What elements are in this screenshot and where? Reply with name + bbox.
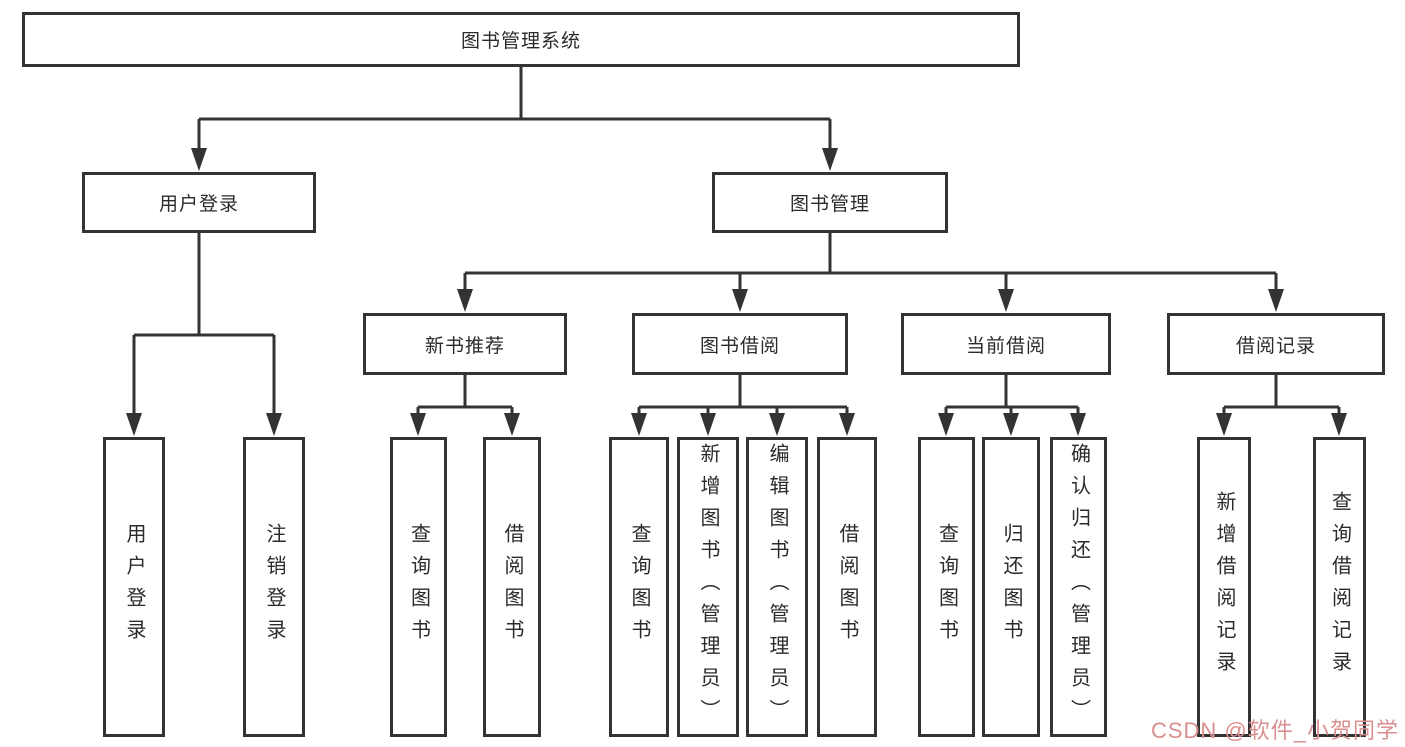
leaf-query-book-1: 查询图书 (390, 437, 447, 737)
arrowheads-bookborrow-leaves (631, 413, 855, 436)
leaf-borrow-book-1: 借阅图书 (483, 437, 541, 737)
arrowheads-level2 (191, 148, 838, 171)
connector-userlogin-to-leaves (132, 233, 276, 417)
leaf-user-login: 用户登录 (103, 437, 165, 737)
leaf-add-borrow-record-label: 新增借阅记录 (1213, 491, 1235, 683)
leaf-query-book-1-label: 查询图书 (407, 523, 430, 651)
arrowheads-level3 (457, 289, 1284, 312)
leaf-add-book-admin: 新增图书（管理员） (677, 437, 739, 737)
leaf-edit-book-admin-label: 编辑图书（管理员） (766, 443, 788, 731)
connector-currentborrow-to-leaves (944, 375, 1080, 417)
leaf-add-book-admin-label: 新增图书（管理员） (697, 443, 719, 731)
arrowheads-currentborrow-leaves (938, 413, 1086, 436)
leaf-query-book-3-label: 查询图书 (935, 523, 958, 651)
leaf-logout: 注销登录 (243, 437, 305, 737)
arrowheads-userlogin-leaves (126, 413, 282, 436)
connector-newbookrec-to-leaves (416, 375, 514, 417)
connector-bookmgmt-to-level3 (463, 233, 1278, 292)
leaf-return-book: 归还图书 (982, 437, 1040, 737)
leaf-query-borrow-record: 查询借阅记录 (1313, 437, 1366, 737)
leaf-add-borrow-record: 新增借阅记录 (1197, 437, 1251, 737)
leaf-user-login-label: 用户登录 (123, 523, 145, 651)
connector-borrowrecords-to-leaves (1222, 375, 1341, 417)
leaf-logout-label: 注销登录 (263, 523, 285, 651)
leaf-confirm-return-admin-label: 确认归还（管理员） (1067, 443, 1090, 731)
arrowheads-newbookrec-leaves (410, 413, 520, 436)
leaf-edit-book-admin: 编辑图书（管理员） (746, 437, 808, 737)
node-current-borrowing: 当前借阅 (901, 313, 1111, 375)
connector-bookborrow-to-leaves (637, 375, 849, 417)
node-new-book-recommend: 新书推荐 (363, 313, 567, 375)
leaf-borrow-book-1-label: 借阅图书 (501, 523, 523, 651)
leaf-return-book-label: 归还图书 (1000, 523, 1022, 651)
node-borrow-records: 借阅记录 (1167, 313, 1385, 375)
leaf-borrow-book-2: 借阅图书 (817, 437, 877, 737)
connector-root-to-level2 (197, 67, 832, 152)
leaf-query-book-2: 查询图书 (609, 437, 669, 737)
csdn-watermark: CSDN @软件_小贺同学 (1150, 718, 1399, 743)
leaf-query-book-3: 查询图书 (918, 437, 975, 737)
node-book-management: 图书管理 (712, 172, 948, 233)
leaf-borrow-book-2-label: 借阅图书 (836, 523, 858, 651)
node-book-borrowing: 图书借阅 (632, 313, 848, 375)
leaf-confirm-return-admin: 确认归还（管理员） (1050, 437, 1107, 737)
arrowheads-borrowrecords-leaves (1216, 413, 1347, 436)
node-root-system: 图书管理系统 (22, 12, 1020, 67)
leaf-query-book-2-label: 查询图书 (628, 523, 650, 651)
leaf-query-borrow-record-label: 查询借阅记录 (1328, 491, 1351, 683)
node-user-login: 用户登录 (82, 172, 316, 233)
